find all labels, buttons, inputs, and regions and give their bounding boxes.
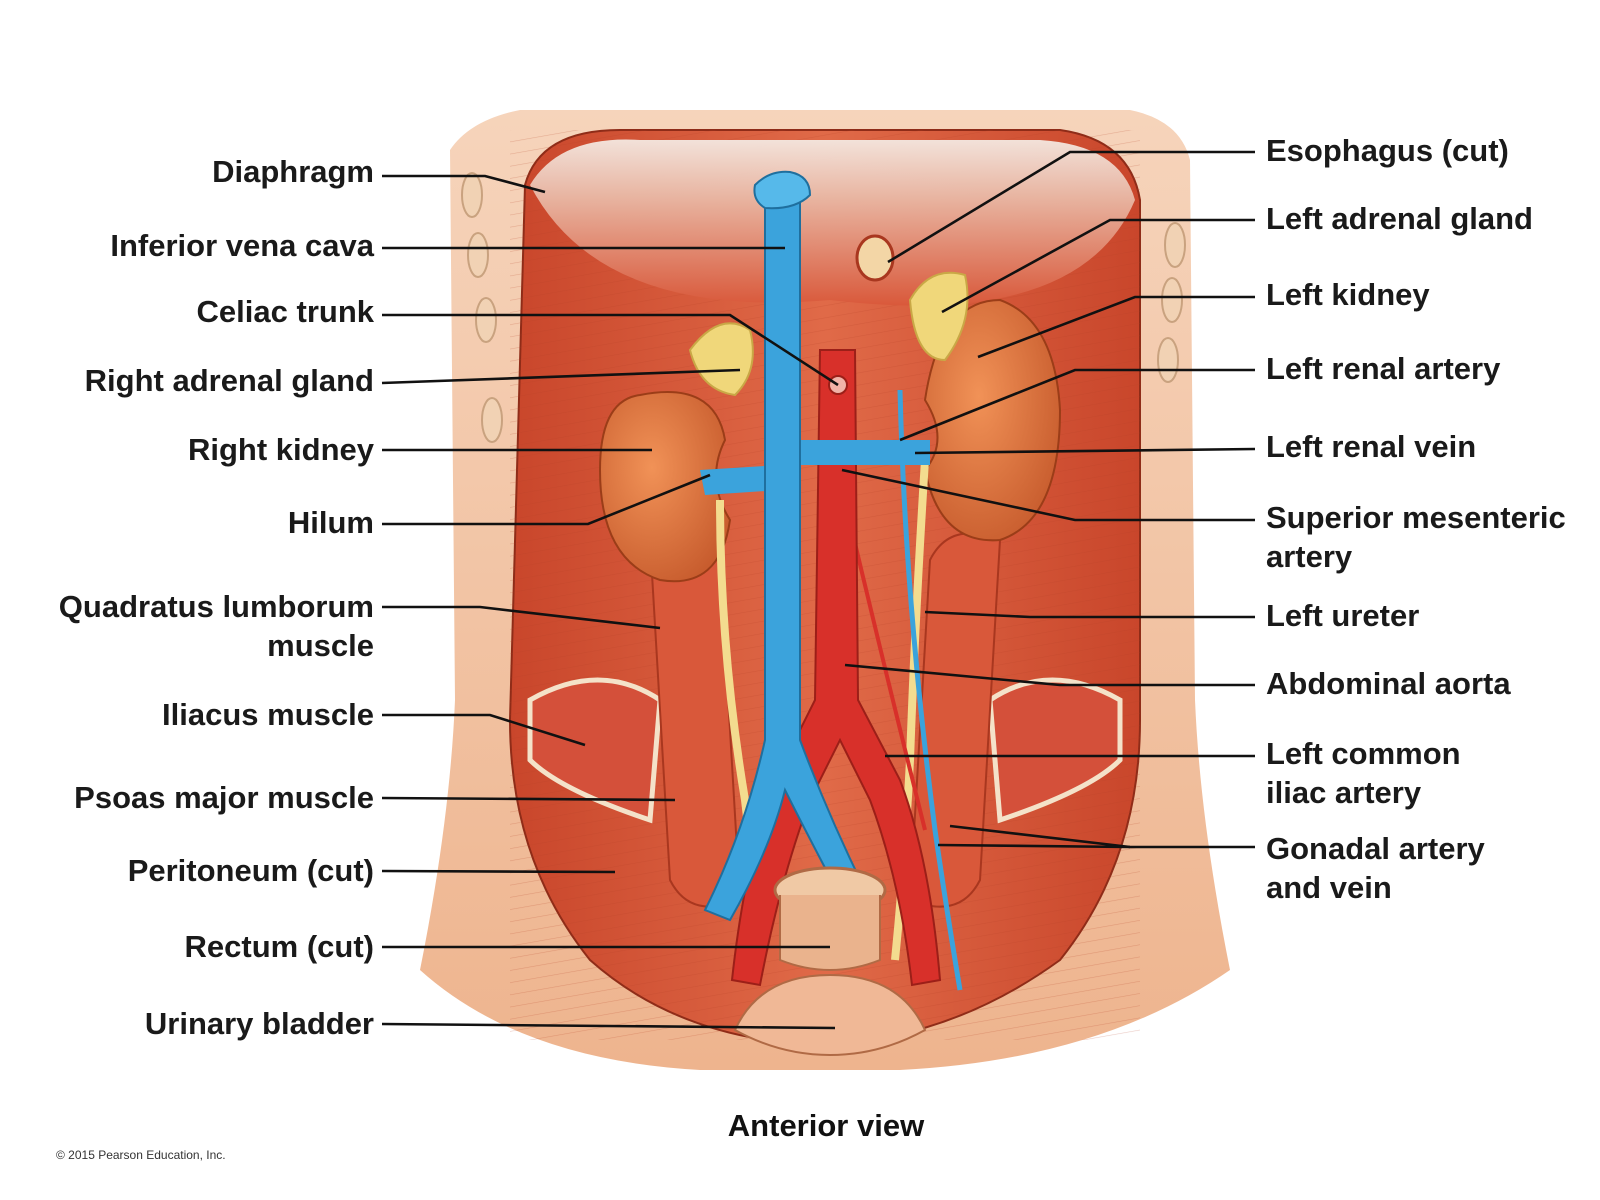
leader-left-adrenal-gland (941, 218, 1255, 314)
label-gonadal-line1: Gonadal artery (1266, 831, 1486, 866)
left-renal-vein-shape (790, 440, 930, 465)
right-renal-vein-shape (700, 465, 780, 495)
aorta-shape (730, 349, 942, 987)
leader-diaphragm (382, 174, 546, 194)
leader-left-renal-vein (914, 447, 1256, 455)
label-celiac-trunk: Celiac trunk (197, 294, 375, 329)
labels-left: Diaphragm Inferior vena cava Celiac trun… (59, 154, 375, 1041)
leader-iliacus-muscle (382, 713, 586, 747)
gonadal-vein (897, 389, 963, 991)
label-diaphragm: Diaphragm (212, 154, 374, 189)
label-quadratus-lumborum-line1: Quadratus lumborum (59, 589, 374, 624)
leader-right-adrenal-gland (381, 368, 741, 385)
labels-right: Esophagus (cut) Left adrenal gland Left … (1266, 133, 1566, 905)
leader-hilum (382, 473, 711, 526)
label-left-kidney: Left kidney (1266, 277, 1430, 312)
leader-gonadal-2 (937, 843, 1131, 849)
label-gonadal-line2: and vein (1266, 870, 1392, 905)
label-rectum: Rectum (cut) (185, 929, 374, 964)
right-adrenal-shape (688, 322, 754, 397)
ivc-top (753, 170, 812, 210)
leader-left-ureter (924, 610, 1255, 619)
leader-left-renal-artery (899, 368, 1255, 442)
label-inferior-vena-cava: Inferior vena cava (110, 228, 374, 263)
leader-left-kidney (977, 295, 1255, 359)
leader-lines (381, 150, 1256, 1030)
diaphragm-shape (530, 139, 1135, 306)
label-left-ureter: Left ureter (1266, 598, 1419, 633)
leader-esophagus (887, 150, 1255, 264)
label-hilum: Hilum (288, 505, 374, 540)
label-abdominal-aorta: Abdominal aorta (1266, 666, 1511, 701)
leader-urinary-bladder (381, 1022, 836, 1030)
label-superior-mesenteric-line1: Superior mesenteric (1266, 500, 1566, 535)
label-right-kidney: Right kidney (188, 432, 375, 467)
label-urinary-bladder: Urinary bladder (145, 1006, 374, 1041)
label-quadratus-lumborum-line2: muscle (267, 628, 374, 663)
leader-superior-mesenteric-artery (841, 468, 1255, 522)
esophagus-shape (855, 234, 895, 282)
bladder-shape (733, 973, 927, 1057)
label-peritoneum: Peritoneum (cut) (128, 853, 374, 888)
rectum-body (779, 895, 881, 971)
ivc-shape (703, 199, 872, 922)
leader-celiac-trunk (382, 313, 839, 387)
label-psoas-major-muscle: Psoas major muscle (74, 780, 374, 815)
leader-abdominal-aorta (844, 663, 1255, 687)
right-kidney-shape (598, 391, 732, 583)
iliacus-left (527, 677, 663, 824)
iliacus-right (987, 677, 1123, 824)
label-iliacus-muscle: Iliacus muscle (162, 697, 374, 732)
caption-anterior-view: Anterior view (728, 1108, 925, 1143)
body-illustration (420, 110, 1230, 1070)
label-left-common-iliac-line2: iliac artery (1266, 775, 1422, 810)
left-adrenal-shape (908, 271, 969, 362)
label-left-adrenal-gland: Left adrenal gland (1266, 201, 1533, 236)
leader-peritoneum (381, 869, 616, 874)
copyright-notice: © 2015 Pearson Education, Inc. (56, 1148, 226, 1162)
label-left-renal-artery: Left renal artery (1266, 351, 1501, 386)
label-superior-mesenteric-line2: artery (1266, 539, 1353, 574)
ribs (461, 172, 1186, 443)
label-left-renal-vein: Left renal vein (1266, 429, 1476, 464)
left-kidney-shape (923, 298, 1062, 542)
label-left-common-iliac-line1: Left common (1266, 736, 1461, 771)
leader-psoas-major-muscle (381, 796, 676, 802)
label-esophagus: Esophagus (cut) (1266, 133, 1509, 168)
leader-quadratus-lumborum (382, 605, 661, 630)
label-right-adrenal-gland: Right adrenal gland (85, 363, 374, 398)
